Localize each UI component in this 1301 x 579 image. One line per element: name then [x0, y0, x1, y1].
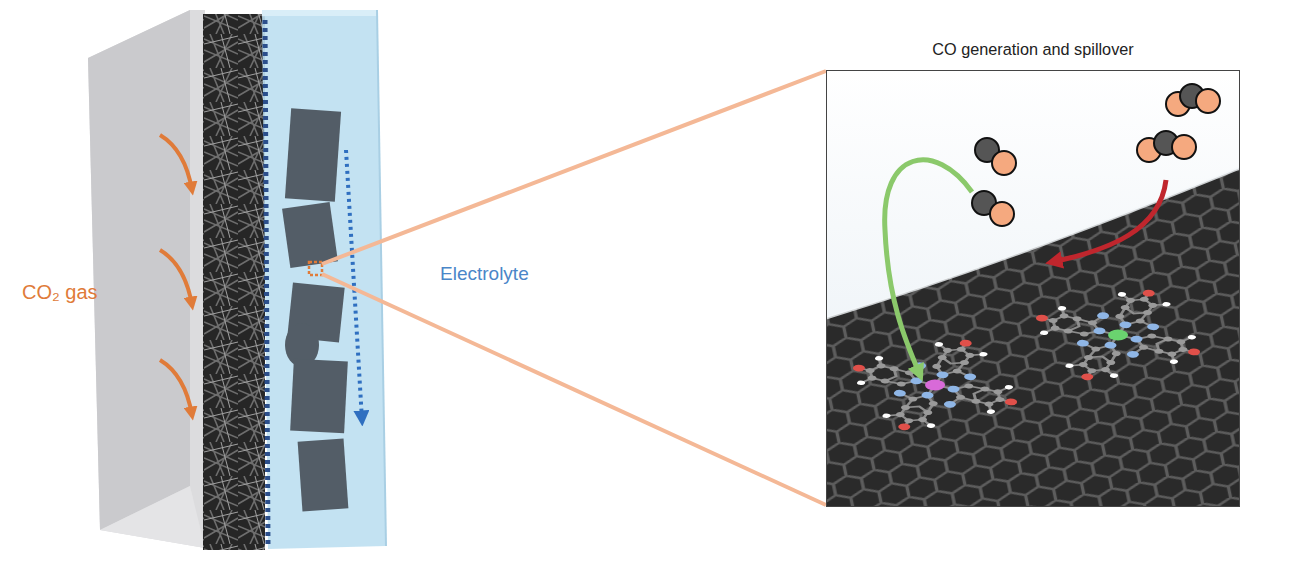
zoom-leader: [322, 71, 826, 505]
flow-cell: [88, 10, 386, 550]
inset-panel: CO generation and spillover: [826, 70, 1240, 507]
panel-heading: CO generation and spillover: [827, 40, 1239, 59]
gas-label: CO₂ gas: [22, 281, 98, 304]
inset-illustration: [826, 70, 1240, 507]
electrolyte-label: Electrolyte: [440, 263, 529, 285]
